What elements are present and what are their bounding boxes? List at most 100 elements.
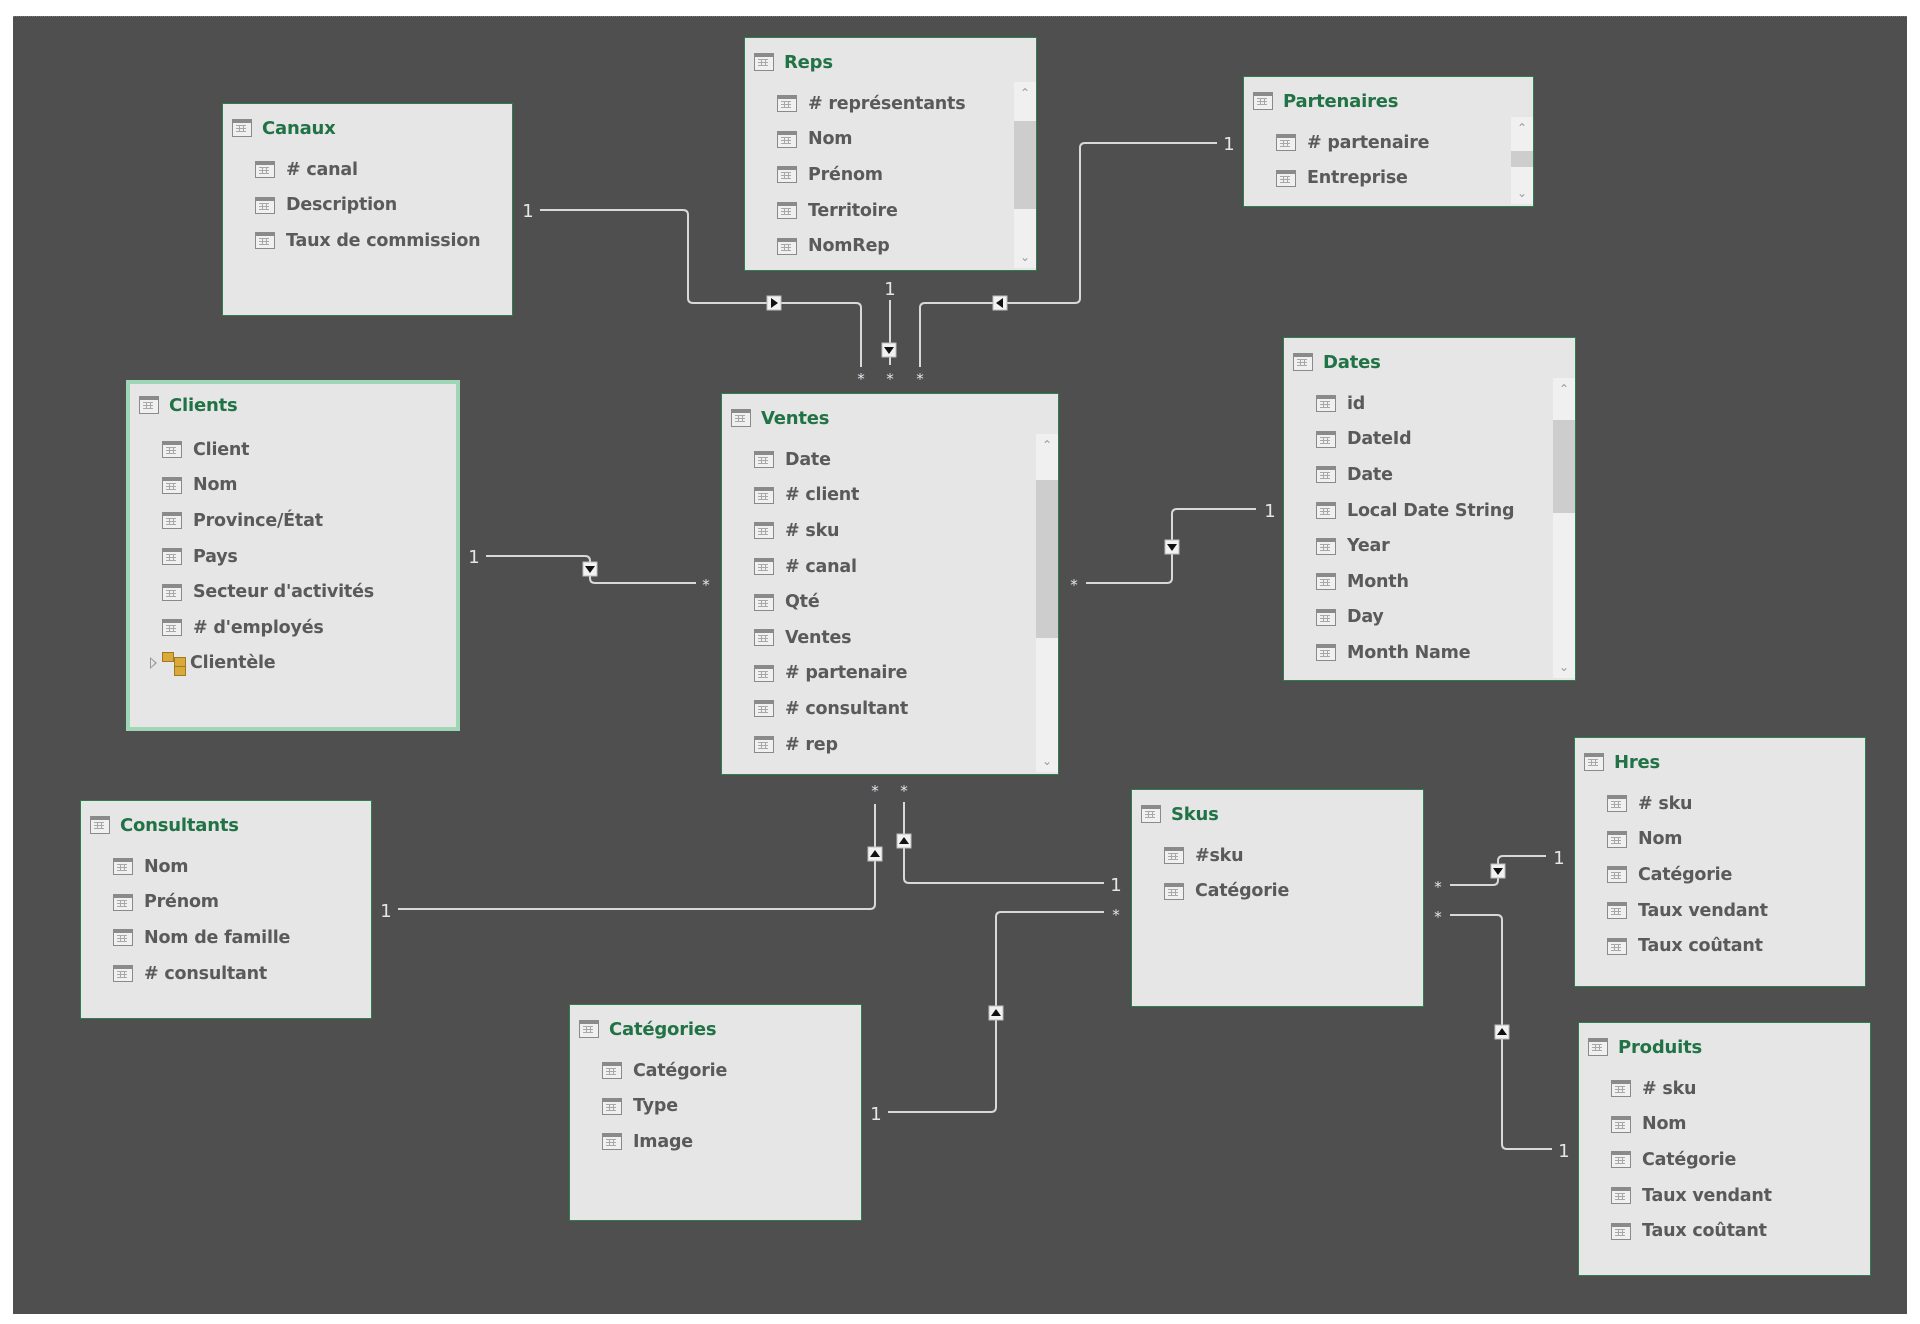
table-header[interactable]: Clients: [130, 385, 456, 425]
chevron-up-icon[interactable]: ⌃: [1019, 86, 1031, 100]
scrollbar-thumb[interactable]: [1014, 121, 1036, 210]
column-item[interactable]: DateId: [1284, 422, 1553, 458]
scrollbar-thumb[interactable]: [1036, 479, 1058, 639]
scrollbar-thumb[interactable]: [1511, 151, 1533, 167]
chevron-down-icon[interactable]: ⌄: [1558, 660, 1570, 674]
column-item[interactable]: Client: [130, 432, 456, 468]
vertical-scrollbar[interactable]: ⌃⌄: [1014, 82, 1036, 268]
column-item[interactable]: Taux coûtant: [1575, 928, 1865, 964]
column-item[interactable]: # rep: [722, 727, 1036, 763]
column-icon: [1316, 395, 1336, 413]
column-item[interactable]: Prénom: [745, 157, 1014, 193]
table-header[interactable]: Ventes: [722, 398, 1058, 438]
column-item[interactable]: # canal: [722, 549, 1036, 585]
column-item[interactable]: Nom: [745, 122, 1014, 158]
column-name: # sku: [785, 520, 840, 541]
column-item[interactable]: Entreprise: [1244, 161, 1511, 197]
column-name: DateId: [1347, 429, 1412, 450]
column-item[interactable]: # consultant: [81, 956, 371, 992]
column-item[interactable]: Month Name: [1284, 635, 1553, 671]
column-item[interactable]: Date: [1284, 457, 1553, 493]
table-header[interactable]: Reps: [745, 42, 1036, 82]
table-icon: [90, 816, 110, 834]
column-item[interactable]: # canal: [223, 152, 512, 188]
vertical-scrollbar[interactable]: ⌃⌄: [1511, 117, 1533, 204]
table-header[interactable]: Hres: [1575, 742, 1865, 782]
expand-triangle-icon[interactable]: [150, 657, 157, 670]
hierarchy-item[interactable]: Clientèle: [130, 646, 456, 682]
column-item[interactable]: Secteur d'activités: [130, 574, 456, 610]
column-item[interactable]: Catégorie: [570, 1053, 861, 1089]
chevron-up-icon[interactable]: ⌃: [1041, 438, 1053, 452]
column-item[interactable]: Qté: [722, 584, 1036, 620]
column-item[interactable]: Image: [570, 1124, 861, 1160]
column-item[interactable]: Year: [1284, 528, 1553, 564]
table-header[interactable]: Catégories: [570, 1009, 861, 1049]
column-item[interactable]: Description: [223, 188, 512, 224]
column-item[interactable]: # consultant: [722, 691, 1036, 727]
column-item[interactable]: Day: [1284, 600, 1553, 636]
table-header[interactable]: Skus: [1132, 794, 1423, 834]
column-item[interactable]: Taux vendant: [1575, 893, 1865, 929]
column-item[interactable]: # partenaire: [722, 656, 1036, 692]
chevron-up-icon[interactable]: ⌃: [1558, 382, 1570, 396]
column-item[interactable]: Taux de commission: [223, 223, 512, 259]
column-item[interactable]: # partenaire: [1244, 125, 1511, 161]
chevron-down-icon[interactable]: ⌄: [1019, 250, 1031, 264]
scrollbar-thumb[interactable]: [1553, 420, 1575, 513]
column-item[interactable]: id: [1284, 386, 1553, 422]
vertical-scrollbar[interactable]: ⌃⌄: [1553, 378, 1575, 678]
chevron-up-icon[interactable]: ⌃: [1516, 121, 1528, 135]
column-item[interactable]: Prénom: [81, 885, 371, 921]
column-item[interactable]: Nom: [1579, 1107, 1870, 1143]
chevron-down-icon[interactable]: ⌄: [1516, 186, 1528, 200]
column-item[interactable]: Nom de famille: [81, 920, 371, 956]
vertical-scrollbar[interactable]: ⌃⌄: [1036, 434, 1058, 772]
column-item[interactable]: Ventes: [722, 620, 1036, 656]
column-item[interactable]: Province/État: [130, 503, 456, 539]
column-item[interactable]: # représentants: [745, 86, 1014, 122]
column-item[interactable]: Territoire: [745, 193, 1014, 229]
column-item[interactable]: Nom: [1575, 822, 1865, 858]
column-item[interactable]: Nom: [130, 468, 456, 504]
column-item[interactable]: Catégorie: [1132, 874, 1423, 910]
table-header[interactable]: Produits: [1579, 1027, 1870, 1067]
column-item[interactable]: Pays: [130, 539, 456, 575]
column-item[interactable]: Local Date String: [1284, 493, 1553, 529]
column-item[interactable]: Nom: [81, 849, 371, 885]
table-header[interactable]: Partenaires: [1244, 81, 1533, 121]
column-item[interactable]: # sku: [1575, 786, 1865, 822]
column-item[interactable]: # sku: [1579, 1071, 1870, 1107]
table-header[interactable]: Consultants: [81, 805, 371, 845]
column-item[interactable]: # d'employés: [130, 610, 456, 646]
column-item[interactable]: #sku: [1132, 838, 1423, 874]
column-item[interactable]: # client: [722, 478, 1036, 514]
column-item[interactable]: NomRep: [745, 228, 1014, 264]
column-item[interactable]: Type: [570, 1089, 861, 1125]
column-item[interactable]: Date: [722, 442, 1036, 478]
table-header[interactable]: Dates: [1284, 342, 1575, 382]
column-item[interactable]: Taux coûtant: [1579, 1213, 1870, 1249]
column-item[interactable]: Month: [1284, 564, 1553, 600]
chevron-down-icon[interactable]: ⌄: [1041, 754, 1053, 768]
column-item[interactable]: Taux vendant: [1579, 1178, 1870, 1214]
column-item[interactable]: Catégorie: [1579, 1142, 1870, 1178]
column-icon: [777, 130, 797, 148]
table-header[interactable]: Canaux: [223, 108, 512, 148]
column-item[interactable]: Catégorie: [1575, 857, 1865, 893]
column-icon: [754, 558, 774, 576]
column-item[interactable]: # sku: [722, 513, 1036, 549]
